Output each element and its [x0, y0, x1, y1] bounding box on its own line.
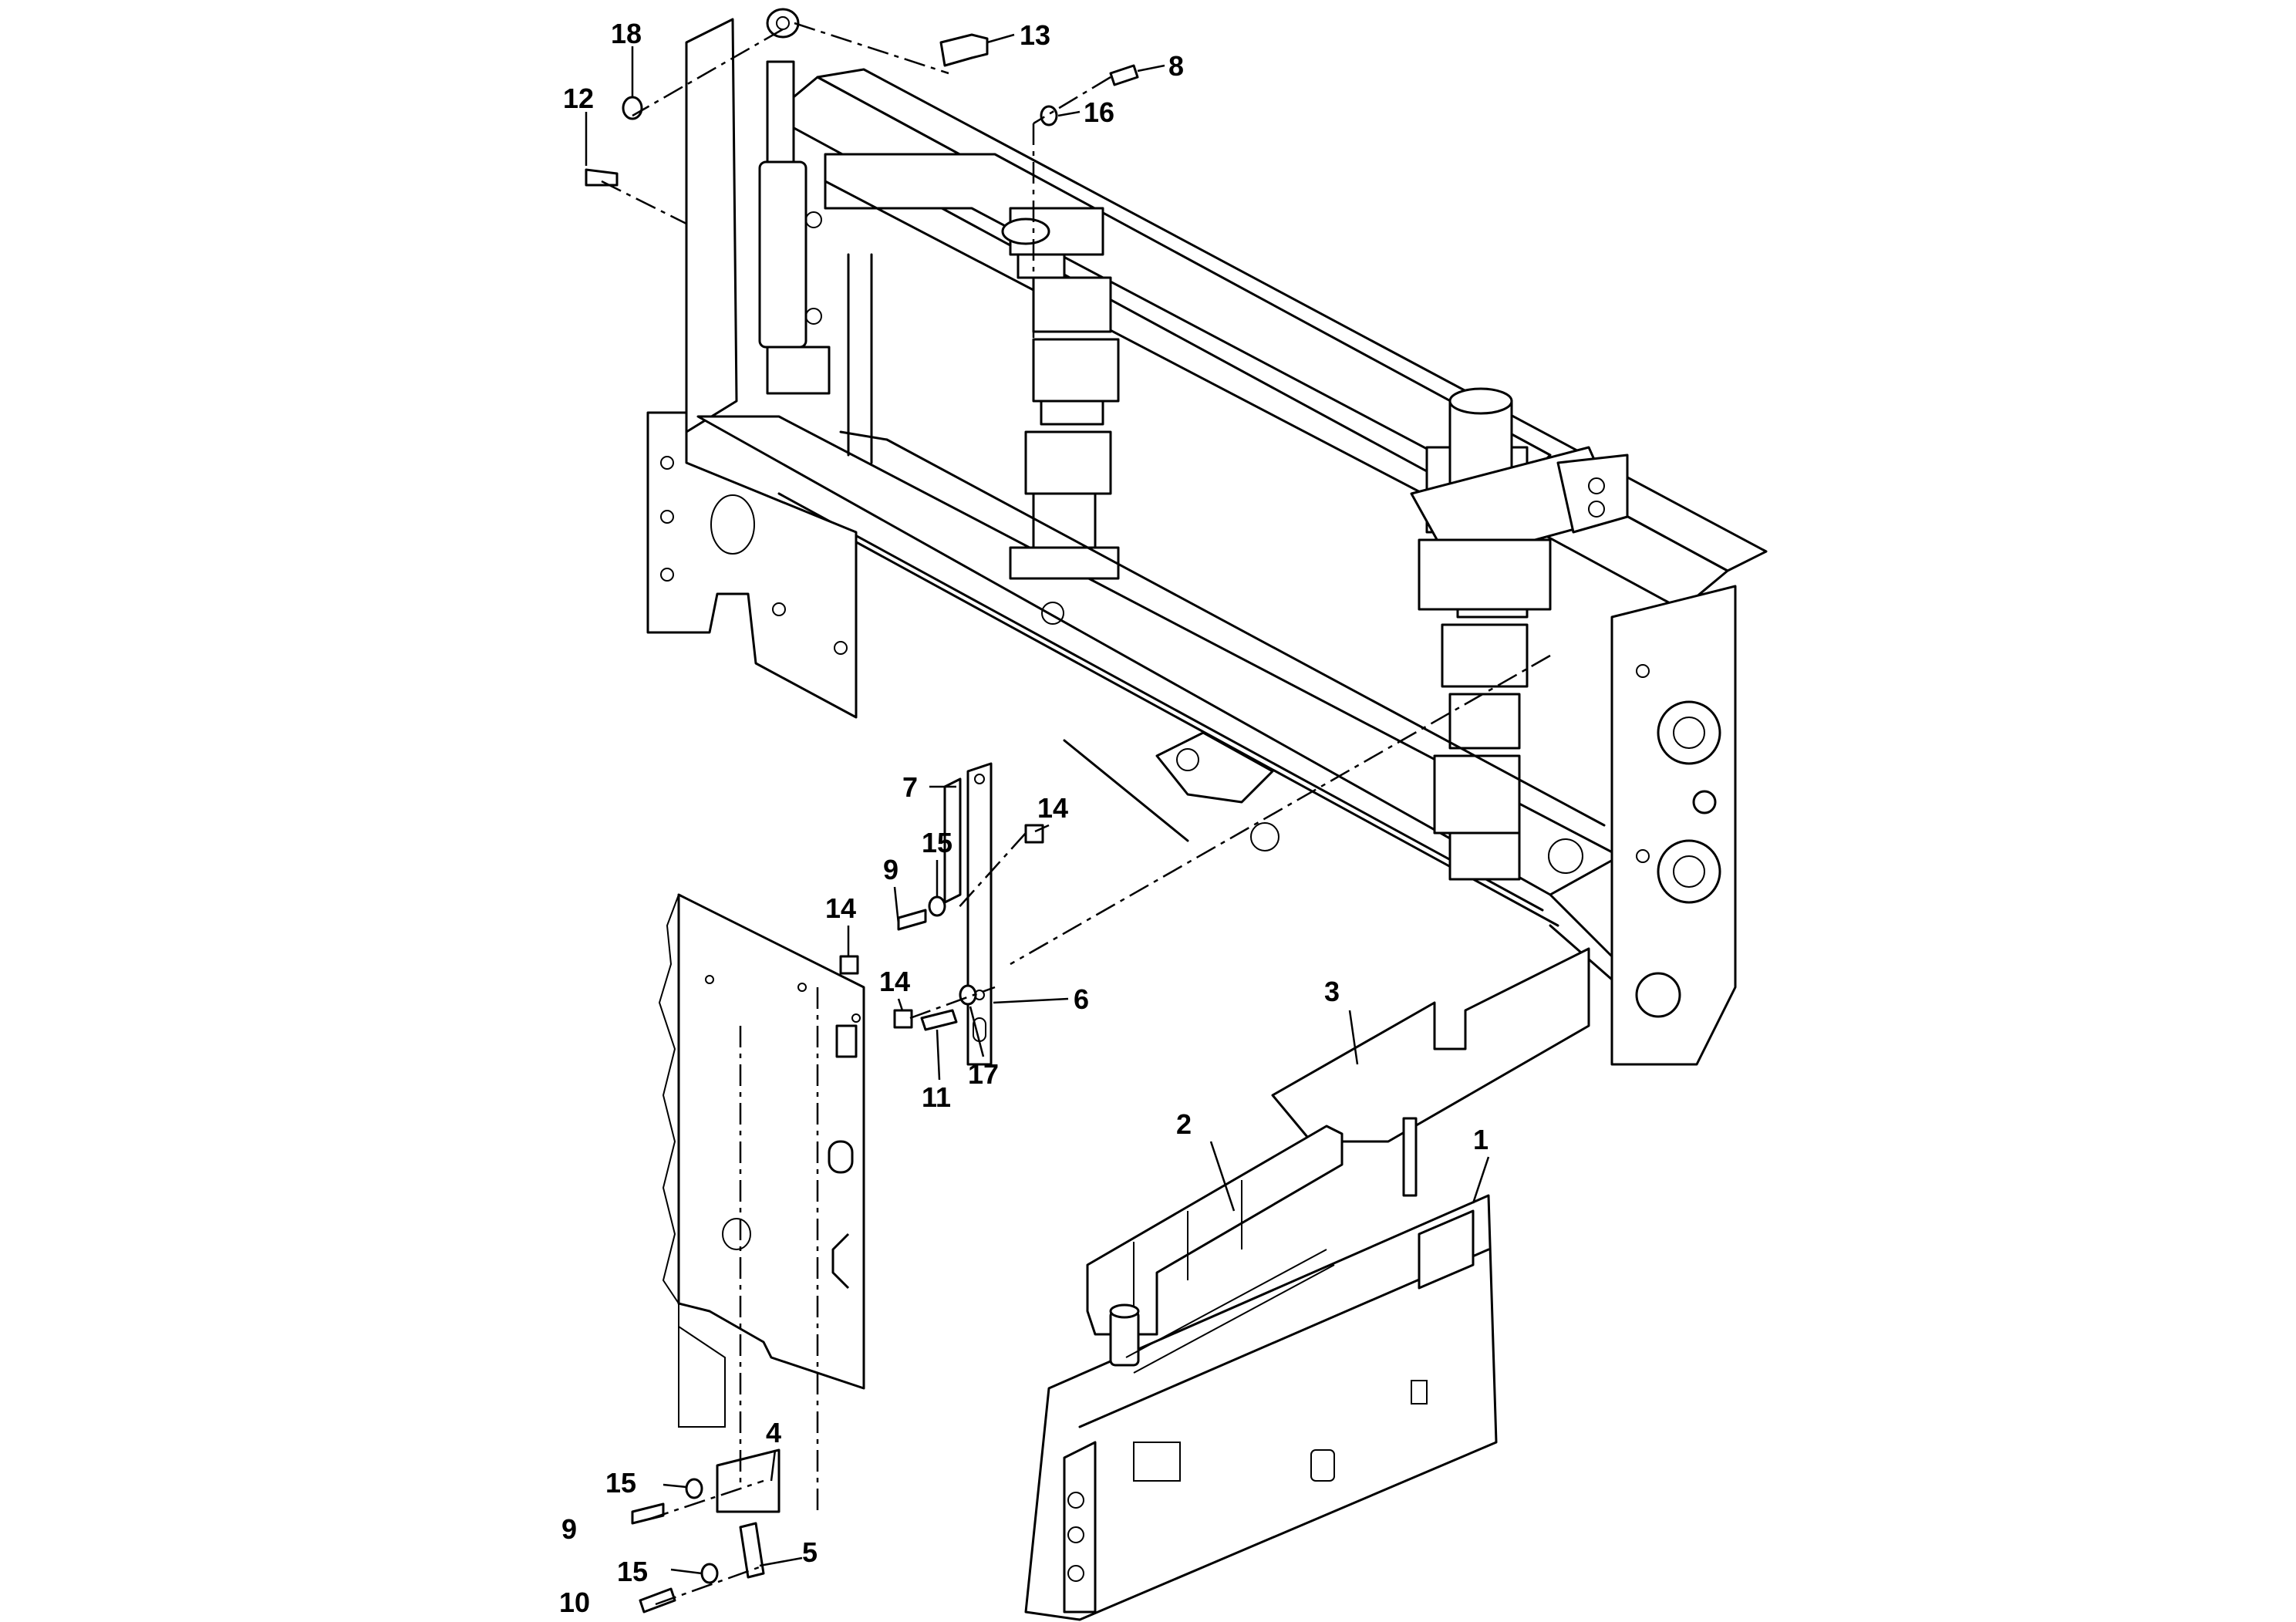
lift-sub-assembly — [1024, 947, 1590, 1621]
callout-5: 5 — [802, 1536, 818, 1568]
callout-labels: 13 8 16 18 12 7 14 15 9 14 14 6 11 17 3 … — [559, 18, 1489, 1618]
callout-15-bottom: 15 — [617, 1556, 648, 1587]
callout-leaders — [585, 33, 1490, 1575]
main-frame-assembly — [646, 8, 1768, 1066]
callout-15-lower: 15 — [605, 1467, 636, 1499]
callout-14-mid: 14 — [879, 966, 910, 997]
callout-9-lower: 9 — [561, 1513, 577, 1545]
callout-17: 17 — [968, 1058, 999, 1090]
callout-14-left: 14 — [825, 892, 856, 924]
callout-10: 10 — [559, 1587, 590, 1618]
callout-15-top: 15 — [922, 827, 952, 858]
callout-9-top: 9 — [883, 854, 899, 885]
callout-1: 1 — [1473, 1124, 1489, 1155]
callout-4: 4 — [766, 1417, 781, 1448]
callout-8: 8 — [1168, 50, 1184, 82]
callout-14-top: 14 — [1037, 792, 1068, 824]
assembly-lines — [601, 22, 1551, 1606]
left-cover-plate — [658, 893, 865, 1428]
callout-16: 16 — [1084, 96, 1114, 128]
callout-18: 18 — [611, 18, 642, 49]
callout-11: 11 — [922, 1081, 951, 1113]
callout-7: 7 — [902, 771, 918, 803]
callout-6: 6 — [1074, 983, 1089, 1015]
callout-12: 12 — [563, 83, 594, 114]
bracket-4-5 — [716, 1448, 781, 1579]
callout-3: 3 — [1324, 976, 1340, 1007]
callout-2: 2 — [1176, 1108, 1192, 1140]
callout-13: 13 — [1020, 19, 1050, 51]
